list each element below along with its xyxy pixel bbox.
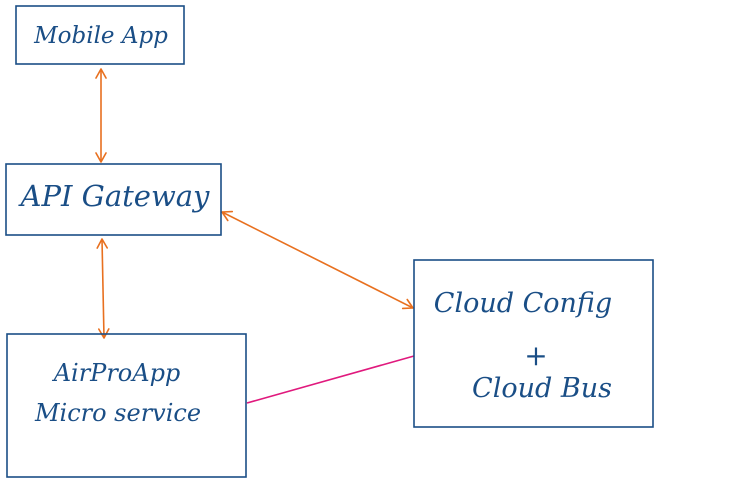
edges — [95, 68, 415, 404]
node-cloud-label-line2: + — [524, 339, 547, 372]
edge-airproapp-to-cloud — [246, 355, 415, 404]
node-airproapp-box — [6, 333, 247, 478]
node-mobile-app-box — [15, 5, 185, 65]
node-api-gateway-box — [5, 163, 222, 236]
node-cloud-label-line3: Cloud Bus — [472, 373, 612, 404]
node-airproapp-label-line1: AirProApp — [52, 359, 181, 387]
node-airproapp: AirProApp Micro service — [6, 333, 247, 478]
node-api-gateway-label: API Gateway — [18, 179, 211, 213]
node-cloud: Cloud Config + Cloud Bus — [413, 259, 654, 428]
node-mobile-app: Mobile App — [15, 5, 185, 65]
node-mobile-app-label: Mobile App — [33, 23, 168, 49]
node-airproapp-label-line2: Micro service — [34, 399, 201, 427]
edge-api-gateway-to-cloud — [221, 210, 414, 310]
node-cloud-box — [413, 259, 654, 428]
node-api-gateway: API Gateway — [5, 163, 222, 236]
edge-api-gateway-to-airproapp — [96, 238, 110, 339]
node-cloud-label-line1: Cloud Config — [434, 288, 612, 319]
